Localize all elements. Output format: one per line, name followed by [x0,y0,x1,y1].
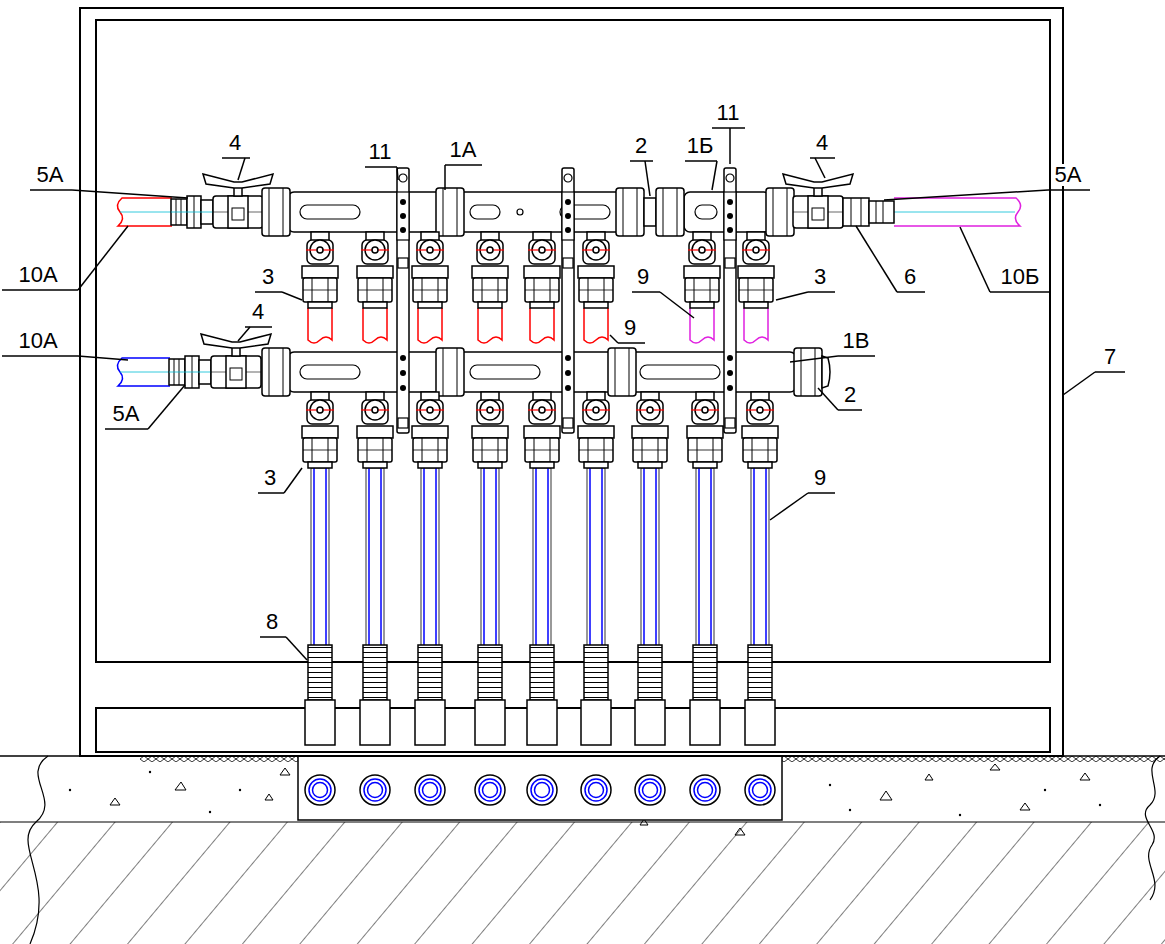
callout-number: 3 [262,467,278,489]
callout-number: 1В [841,330,872,352]
callout-number: 1Б [685,135,716,157]
callout-number: 11 [715,102,742,124]
callout-number: 5А [35,164,66,186]
mounting-brackets [397,168,736,433]
callout-number: 4 [227,132,243,154]
callout-number: 3 [812,266,828,288]
callout-number: 8 [264,611,280,633]
upper-manifold [171,174,894,308]
callout-number: 10Б [999,266,1042,288]
callout-number: 9 [635,266,651,288]
callout-number: 7 [1102,346,1118,368]
callout-number: 6 [902,266,918,288]
cabinet [80,8,1063,756]
callout-number: 11 [367,141,394,163]
callout-number: 4 [814,132,830,154]
leader-lines [2,128,1125,660]
callout-number: 5А [111,403,142,425]
callout-number: 2 [633,135,649,157]
callout-number: 9 [622,317,638,339]
callout-number: 9 [812,467,828,489]
callout-number: 5А [1053,164,1084,186]
callout-number: 10А [16,330,59,352]
callout-number: 3 [260,266,276,288]
callout-number: 4 [250,301,266,323]
callout-number: 10А [16,264,59,286]
callout-number: 2 [842,384,858,406]
callout-number: 1А [448,139,479,161]
